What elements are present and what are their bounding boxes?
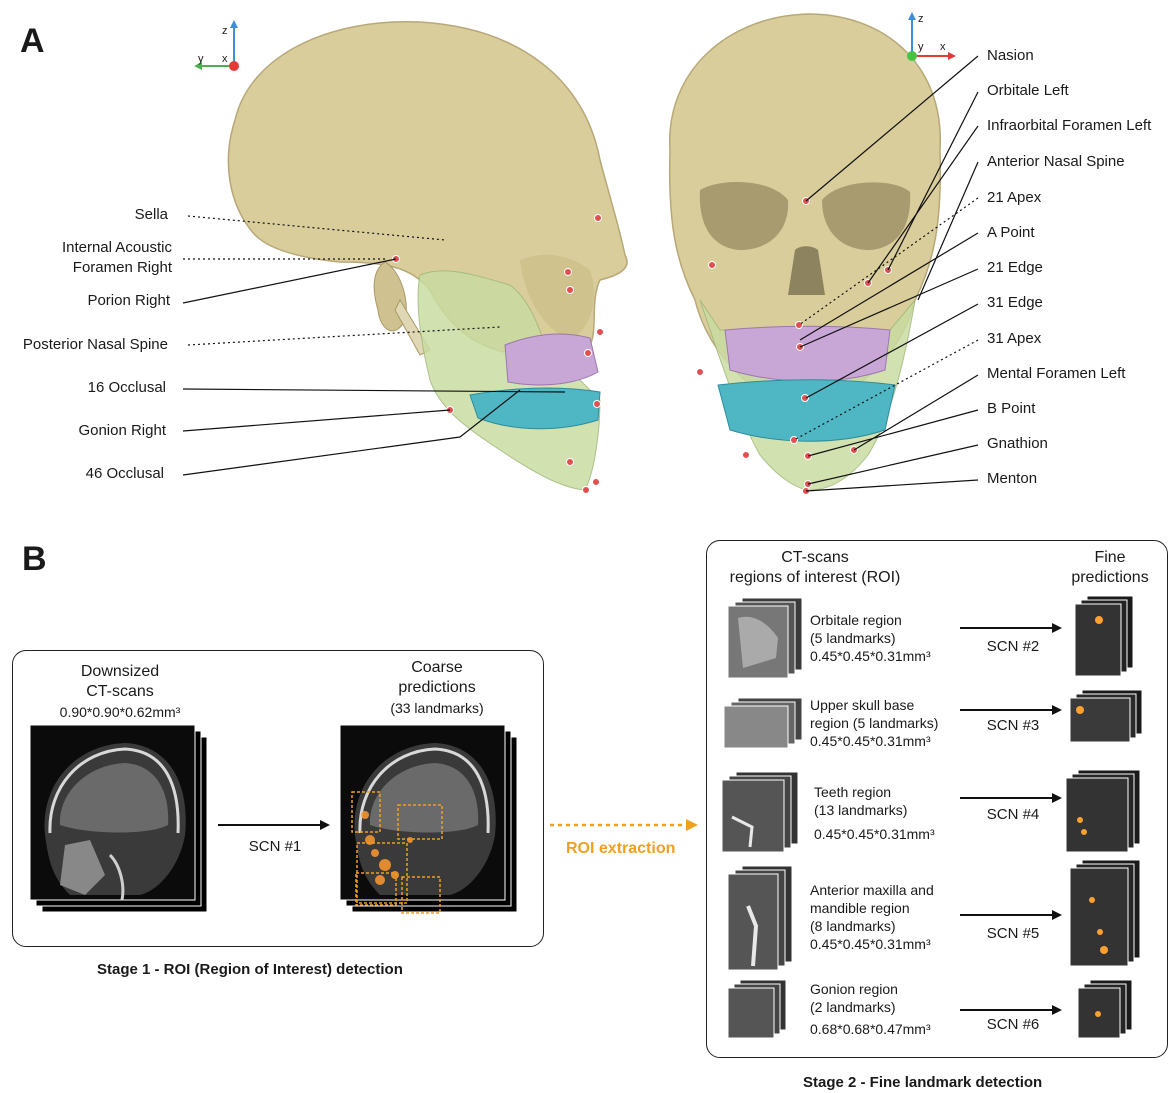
label-21-apex: 21 Apex: [987, 189, 1041, 207]
region-gonion-line-2: (2 landmarks): [810, 998, 931, 1016]
label-posterior-nasal-spine: Posterior Nasal Spine: [23, 336, 168, 354]
downsized-header: Downsized CT-scans 0.90*0.90*0.62mm³: [40, 662, 200, 722]
fine-header: Fine predictions: [1070, 548, 1150, 588]
region-anterior-maxilla-text: Anterior maxilla and mandible region (8 …: [810, 881, 934, 953]
coarse-title-2: predictions: [352, 678, 522, 698]
axis-z-left: z: [222, 22, 228, 40]
fine-thumb-orbitale: [1075, 596, 1135, 676]
fine-thumb-gonion: [1078, 980, 1134, 1038]
scn2-arrow: [960, 621, 1065, 635]
region-anterior-maxilla-line-3: (8 landmarks): [810, 917, 934, 935]
region-teeth-text: Teeth region (13 landmarks) 0.45*0.45*0.…: [814, 783, 935, 843]
label-mental-foramen-left: Mental Foramen Left: [987, 365, 1125, 383]
region-upper-skull-line-1: Upper skull base: [810, 696, 938, 714]
fine-thumb-teeth: [1066, 770, 1142, 852]
roi-thumb-anterior-maxilla: [728, 866, 794, 970]
downsized-title-1: Downsized: [40, 662, 200, 682]
roi-extraction-arrow: [550, 815, 700, 835]
axes-right: [907, 12, 956, 61]
region-teeth-line-1: Teeth region: [814, 783, 935, 801]
label-31-edge: 31 Edge: [987, 294, 1043, 312]
coarse-ct-stack: [340, 725, 520, 915]
region-gonion-text: Gonion region (2 landmarks) 0.68*0.68*0.…: [810, 980, 931, 1038]
label-anterior-nasal-spine: Anterior Nasal Spine: [987, 153, 1125, 171]
scn4-arrow: [960, 791, 1065, 805]
region-orbitale-line-3: 0.45*0.45*0.31mm³: [810, 647, 931, 665]
scn1-arrow: [218, 815, 333, 835]
region-upper-skull-text: Upper skull base region (5 landmarks) 0.…: [810, 696, 938, 750]
axis-z-right: z: [918, 10, 924, 28]
axis-y-right: y: [918, 38, 924, 56]
downsized-ct-stack: [30, 725, 210, 915]
region-upper-skull-line-3: 0.45*0.45*0.31mm³: [810, 732, 938, 750]
region-anterior-maxilla-line-1: Anterior maxilla and: [810, 881, 934, 899]
downsized-title-2: CT-scans: [40, 682, 200, 702]
roi-thumb-teeth: [722, 772, 800, 852]
region-orbitale-text: Orbitale region (5 landmarks) 0.45*0.45*…: [810, 611, 931, 665]
label-46-occlusal: 46 Occlusal: [86, 465, 164, 483]
scn5-arrow: [960, 908, 1065, 922]
label-porion-right: Porion Right: [87, 292, 170, 310]
scn6-arrow: [960, 1003, 1065, 1017]
region-teeth-line-3: 0.45*0.45*0.31mm³: [814, 825, 935, 843]
stage1-caption: Stage 1 - ROI (Region of Interest) detec…: [97, 961, 403, 978]
scn5-label: SCN #5: [968, 925, 1058, 942]
label-gnathion: Gnathion: [987, 435, 1048, 453]
roi-thumb-orbitale: [728, 598, 803, 678]
fine-header-1: Fine: [1070, 548, 1150, 568]
panel-b-letter: B: [22, 540, 47, 579]
region-gonion-line-3: 0.68*0.68*0.47mm³: [810, 1020, 931, 1038]
label-internal-acoustic: Internal Acoustic: [62, 239, 172, 257]
scn4-label: SCN #4: [968, 806, 1058, 823]
label-a-point: A Point: [987, 224, 1035, 242]
scn2-label: SCN #2: [968, 638, 1058, 655]
region-orbitale-line-2: (5 landmarks): [810, 629, 931, 647]
panel-a-illustration: [0, 0, 1173, 505]
axis-x-right: x: [940, 38, 946, 56]
coarse-landmark-count: (33 landmarks): [352, 698, 522, 718]
fine-header-2: predictions: [1070, 568, 1150, 588]
region-orbitale-line-1: Orbitale region: [810, 611, 931, 629]
axis-y-left: y: [198, 50, 204, 68]
fine-thumb-anterior-maxilla: [1070, 860, 1142, 966]
label-menton: Menton: [987, 470, 1037, 488]
roi-thumb-gonion: [728, 980, 788, 1038]
scn1-label: SCN #1: [230, 838, 320, 855]
stage2-caption: Stage 2 - Fine landmark detection: [803, 1074, 1042, 1091]
fine-thumb-upper-skull: [1070, 690, 1145, 745]
axis-x-left: x: [222, 50, 228, 68]
roi-header-2: regions of interest (ROI): [720, 568, 910, 588]
region-teeth-line-2: (13 landmarks): [814, 801, 935, 819]
downsized-resolution: 0.90*0.90*0.62mm³: [40, 702, 200, 722]
roi-thumb-upper-skull: [724, 698, 804, 750]
label-gonion-right: Gonion Right: [78, 422, 166, 440]
region-anterior-maxilla-line-2: mandible region: [810, 899, 934, 917]
region-upper-skull-line-2: region (5 landmarks): [810, 714, 938, 732]
scn3-label: SCN #3: [968, 717, 1058, 734]
label-infraorbital-foramen-left: Infraorbital Foramen Left: [987, 117, 1151, 135]
region-gonion-line-1: Gonion region: [810, 980, 931, 998]
label-31-apex: 31 Apex: [987, 330, 1041, 348]
label-nasion: Nasion: [987, 47, 1034, 65]
roi-header-1: CT-scans: [720, 548, 910, 568]
label-b-point: B Point: [987, 400, 1035, 418]
label-foramen-right: Foramen Right: [73, 259, 172, 277]
coarse-title-1: Coarse: [352, 658, 522, 678]
coarse-header: Coarse predictions (33 landmarks): [352, 658, 522, 718]
label-16-occlusal: 16 Occlusal: [88, 379, 166, 397]
label-sella: Sella: [135, 206, 168, 224]
scn3-arrow: [960, 703, 1065, 717]
roi-extraction-label: ROI extraction: [566, 840, 675, 858]
label-orbitale-left: Orbitale Left: [987, 82, 1069, 100]
roi-header: CT-scans regions of interest (ROI): [720, 548, 910, 588]
scn6-label: SCN #6: [968, 1016, 1058, 1033]
region-anterior-maxilla-line-4: 0.45*0.45*0.31mm³: [810, 935, 934, 953]
label-21-edge: 21 Edge: [987, 259, 1043, 277]
